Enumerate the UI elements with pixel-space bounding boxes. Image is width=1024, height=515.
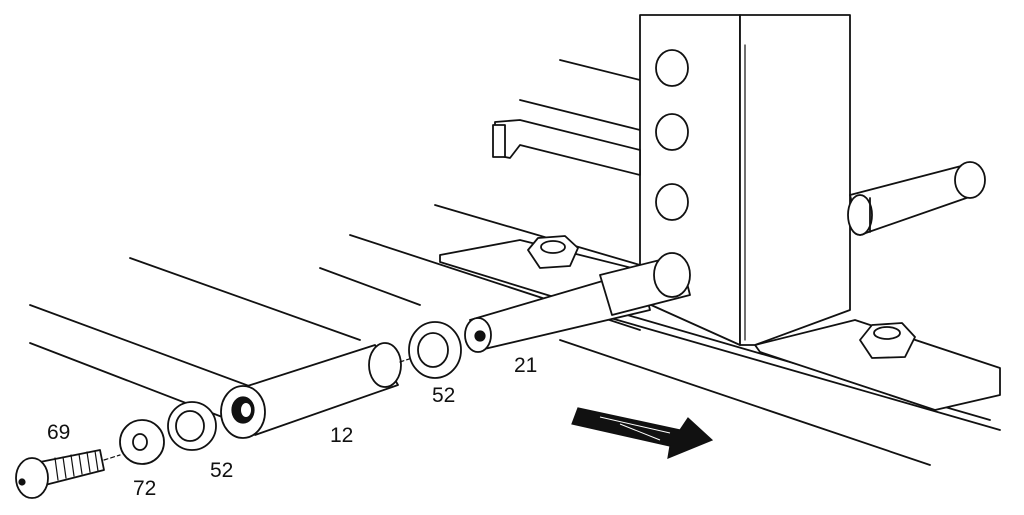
callout-69: 69 [47,421,71,444]
callout-52-right: 52 [432,384,456,407]
rear-bracket [492,119,641,176]
hex-nut [859,322,916,359]
part-52-washer-left [167,401,217,451]
part-72-washer [119,419,165,465]
part-69-bolt [15,449,105,499]
callout-52-left: 52 [210,459,234,482]
rear-tube [847,161,986,236]
callout-21: 21 [514,354,538,377]
part-12-tube [220,342,402,439]
callout-12: 12 [330,424,354,447]
column-hole [655,113,689,151]
column-hole [655,183,689,221]
direction-arrow-right [571,407,714,459]
callout-72: 72 [133,477,157,500]
part-21-tube [464,252,691,353]
column-hole [655,49,689,87]
hex-nut [527,235,579,269]
part-52-washer-right [408,321,462,379]
assembly-dash-lines [103,357,413,461]
